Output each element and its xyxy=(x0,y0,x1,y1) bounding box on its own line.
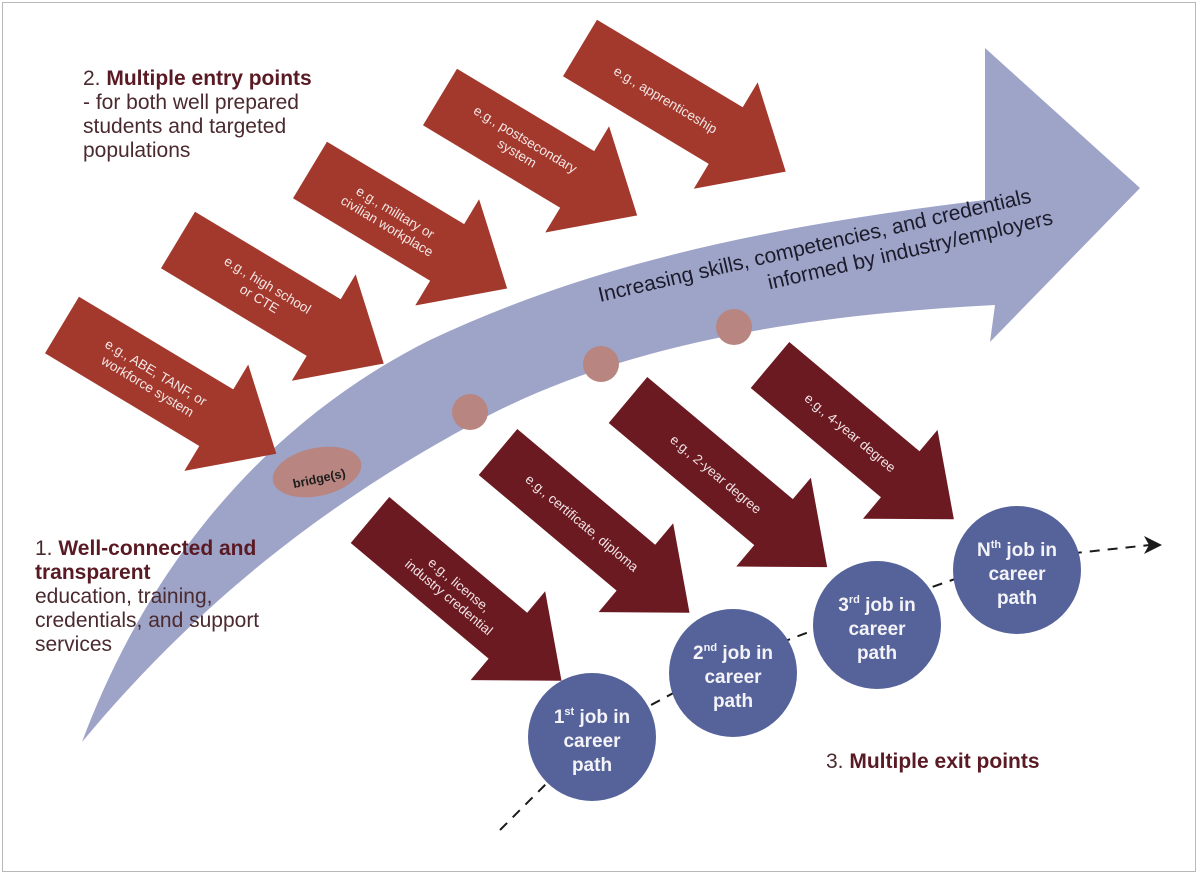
job-label-line2: career xyxy=(848,619,906,640)
callout-heading: Multiple exit points xyxy=(849,750,1040,773)
entry-arrow-shape xyxy=(563,19,786,189)
callout-number: 3. xyxy=(826,750,844,773)
callout-heading: Well-connected and transparent xyxy=(35,537,257,584)
exit-arrow-shape xyxy=(750,342,954,520)
bridge: bridge(s) xyxy=(272,446,362,498)
callout-multiple-exit-points: 3. Multiple exit points xyxy=(826,750,1126,774)
bridge-dot xyxy=(452,394,488,430)
exit-arrow-shape xyxy=(350,497,562,681)
exit-arrow-shape xyxy=(478,429,690,613)
callout-heading: Multiple entry points xyxy=(106,67,312,90)
job-circle-shape xyxy=(813,561,941,689)
job-label-line2: career xyxy=(704,667,762,688)
job-label-line1: Nth job in xyxy=(977,539,1057,561)
path-arrowhead-icon xyxy=(1144,536,1162,554)
bridge-dot xyxy=(583,346,619,382)
exit-arrow-shape xyxy=(608,377,828,568)
job-circle: Nth job in career path xyxy=(953,506,1081,634)
job-label-line3: path xyxy=(857,643,897,664)
entry-arrow-shape xyxy=(293,141,508,306)
job-circle: 2nd job in career path xyxy=(669,609,797,737)
job-label-line2: career xyxy=(988,564,1046,585)
bridge-dot xyxy=(716,309,752,345)
callout-number: 1. xyxy=(35,537,53,560)
job-circle: 1st job in career path xyxy=(528,673,656,801)
job-label-line2: career xyxy=(563,731,621,752)
job-label-line3: path xyxy=(572,755,612,776)
job-label-line1: 1st job in xyxy=(554,706,630,728)
entry-arrow-shape xyxy=(45,296,277,471)
main-skills-arrow xyxy=(82,48,1140,742)
job-circle: 3rd job in career path xyxy=(813,561,941,689)
job-label-line1: 2nd job in xyxy=(693,642,773,664)
callout-well-connected: 1. Well-connected and transparent educat… xyxy=(35,537,295,657)
job-label-line3: path xyxy=(997,588,1037,609)
job-circle-shape xyxy=(528,673,656,801)
entry-arrow-shape xyxy=(161,211,384,381)
callout-body: - for both well prepared students and ta… xyxy=(83,91,299,162)
job-label-line1: 3rd job in xyxy=(838,594,916,616)
job-circle-shape xyxy=(669,609,797,737)
callout-body: education, training, credentials, and su… xyxy=(35,585,260,656)
entry-arrow-shape xyxy=(423,68,638,233)
job-circle-shape xyxy=(953,506,1081,634)
callout-number: 2. xyxy=(83,67,101,90)
job-label-line3: path xyxy=(713,691,753,712)
callout-multiple-entry-points: 2. Multiple entry points - for both well… xyxy=(83,67,383,163)
bridge-ellipse xyxy=(272,446,362,498)
